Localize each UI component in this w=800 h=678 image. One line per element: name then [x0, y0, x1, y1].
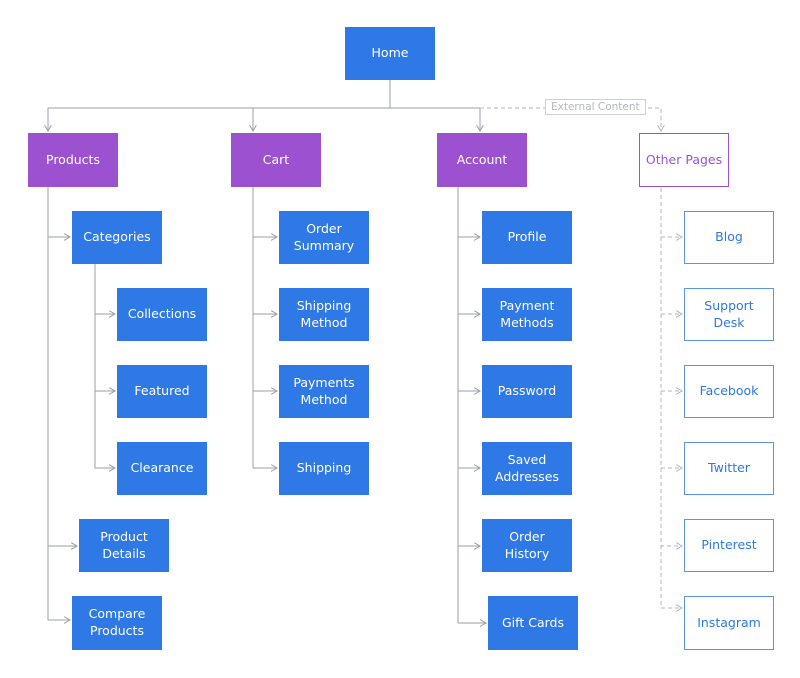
connector-cart-to-shipping — [252, 187, 277, 468]
node-order-summary[interactable]: Order Summary — [279, 211, 369, 264]
connector-account-to-password — [457, 187, 480, 391]
node-label: Order History — [504, 528, 550, 561]
node-label: Saved Addresses — [495, 451, 559, 484]
node-label: Product Details — [100, 528, 148, 561]
node-label: Featured — [134, 383, 190, 399]
node-featured[interactable]: Featured — [117, 365, 207, 418]
node-other-pages[interactable]: Other Pages — [639, 133, 729, 187]
connector-home-to-cart — [253, 80, 391, 131]
connector-other-pages-to-blog — [660, 188, 682, 237]
node-label: Payments Method — [293, 374, 355, 407]
connector-account-to-gift-cards — [457, 187, 486, 623]
node-label: Profile — [507, 229, 547, 245]
connector-categories-to-clearance — [94, 264, 115, 468]
connector-account-to-payment-methods — [457, 187, 480, 314]
node-saved-addresses[interactable]: Saved Addresses — [482, 442, 572, 495]
node-payment-methods[interactable]: Payment Methods — [482, 288, 572, 341]
connector-categories-to-featured — [94, 264, 115, 391]
connector-other-pages-to-support-desk — [660, 188, 682, 314]
node-products[interactable]: Products — [28, 133, 118, 187]
connector-other-pages-to-facebook — [660, 188, 682, 391]
connector-other-pages-to-instagram — [660, 188, 682, 608]
node-label: Account — [456, 151, 508, 167]
connector-account-to-order-history — [457, 187, 480, 546]
connector-account-to-saved-addresses — [457, 187, 480, 468]
connector-products-to-compare-products — [47, 187, 70, 620]
node-instagram[interactable]: Instagram — [684, 596, 774, 650]
node-shipping[interactable]: Shipping — [279, 442, 369, 495]
connector-cart-to-shipping-method — [252, 187, 277, 314]
connector-cart-to-order-summary — [252, 187, 277, 237]
node-order-history[interactable]: Order History — [482, 519, 572, 572]
connector-account-to-profile — [457, 187, 480, 237]
node-label: Compare Products — [88, 606, 146, 638]
node-payments-method[interactable]: Payments Method — [279, 365, 369, 418]
node-label: Shipping — [296, 460, 352, 476]
node-shipping-method[interactable]: Shipping Method — [279, 288, 369, 341]
node-label: Blog — [715, 229, 743, 245]
node-label: Payment Methods — [499, 297, 555, 330]
node-label: Home — [371, 45, 409, 61]
node-support-desk[interactable]: Support Desk — [684, 288, 774, 341]
node-cart[interactable]: Cart — [231, 133, 321, 187]
node-label: Gift Cards — [502, 614, 564, 630]
node-pinterest[interactable]: Pinterest — [684, 519, 774, 572]
node-collections[interactable]: Collections — [117, 288, 207, 341]
node-label: Clearance — [130, 460, 194, 476]
node-categories[interactable]: Categories — [72, 211, 162, 264]
node-label: Password — [497, 383, 557, 399]
node-label: Categories — [83, 229, 151, 245]
node-label: Twitter — [708, 460, 750, 476]
node-product-details[interactable]: Product Details — [79, 519, 169, 572]
connector-products-to-categories — [47, 187, 70, 237]
node-label: Products — [46, 151, 100, 167]
node-label: Pinterest — [701, 537, 757, 553]
node-clearance[interactable]: Clearance — [117, 442, 207, 495]
node-label: Instagram — [697, 614, 761, 630]
node-label: Other Pages — [645, 151, 723, 167]
connector-home-to-account — [389, 80, 480, 131]
node-label: Support Desk — [704, 297, 754, 330]
connector-other-pages-to-pinterest — [660, 188, 682, 546]
external-content-edge-label: External Content — [545, 99, 646, 115]
connector-categories-to-collections — [94, 264, 115, 314]
node-gift-cards[interactable]: Gift Cards — [488, 596, 578, 650]
node-label: Collections — [127, 306, 197, 322]
node-label: Shipping Method — [296, 297, 352, 330]
node-profile[interactable]: Profile — [482, 211, 572, 264]
connector-other-pages-to-twitter — [660, 188, 682, 468]
node-home[interactable]: Home — [345, 27, 435, 80]
node-label: Facebook — [699, 383, 759, 399]
node-blog[interactable]: Blog — [684, 211, 774, 264]
connector-cart-to-payments-method — [252, 187, 277, 391]
node-facebook[interactable]: Facebook — [684, 365, 774, 418]
node-label: Cart — [262, 151, 290, 167]
node-password[interactable]: Password — [482, 365, 572, 418]
node-label: Order Summary — [293, 220, 355, 253]
connector-home-to-other-pages — [480, 107, 661, 131]
node-twitter[interactable]: Twitter — [684, 442, 774, 495]
node-compare-products[interactable]: Compare Products — [72, 596, 162, 650]
node-account[interactable]: Account — [437, 133, 527, 187]
connector-home-to-products — [48, 80, 391, 131]
